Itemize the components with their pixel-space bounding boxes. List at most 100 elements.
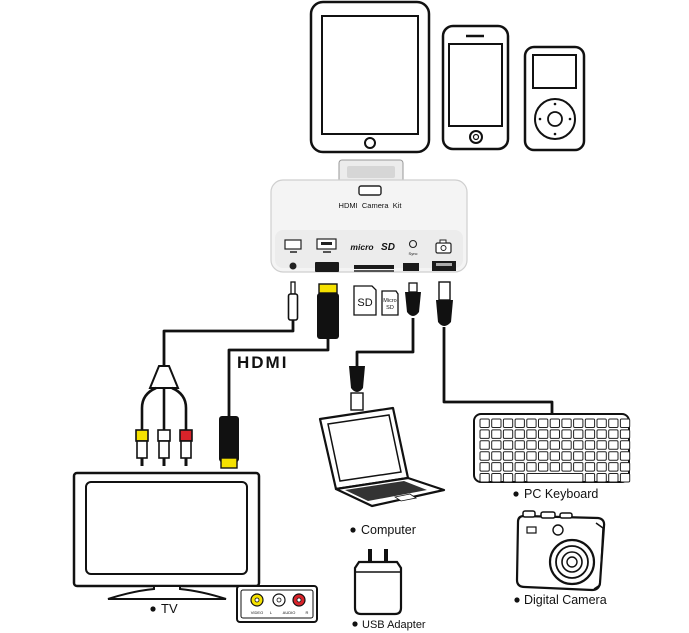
- ipod-icon: [523, 45, 586, 152]
- rca-yellow-plug: [135, 429, 149, 466]
- cable-lines: [162, 318, 554, 416]
- camera-kit-hub: HDMI Camera Kit micro SD Sync: [270, 179, 468, 273]
- keyboard-key: [491, 473, 502, 483]
- hdmi-plug-bottom: [219, 416, 239, 469]
- hdmi-socket: [315, 262, 339, 272]
- svg-text:L: L: [270, 610, 273, 615]
- keyboard-key: [608, 440, 619, 450]
- keyboard-key: [526, 451, 537, 461]
- pc-keyboard-caption: PC Keyboard: [524, 487, 598, 501]
- svg-text:Micro: Micro: [383, 298, 396, 304]
- hdmi-port-icon: [316, 238, 337, 253]
- keyboard-key: [479, 418, 490, 428]
- keyboard-key: [526, 418, 537, 428]
- keyboard-key: [573, 462, 584, 472]
- rca-white-plug: [157, 429, 171, 466]
- keyboard-key: [526, 429, 537, 439]
- keyboard-key: [502, 451, 514, 461]
- keyboard-key: [491, 462, 502, 472]
- keyboard-key: [596, 451, 607, 461]
- keyboard-key: [608, 429, 619, 439]
- device-label: HDMI Camera Kit: [339, 201, 403, 210]
- keyboard-key: [538, 451, 549, 461]
- keyboard-key: [561, 462, 572, 472]
- keyboard-keys: [479, 418, 631, 483]
- keyboard-key: [619, 440, 631, 450]
- keyboard-key: [619, 418, 631, 428]
- mini-usb-socket: [403, 263, 419, 271]
- keyboard-key: [526, 462, 537, 472]
- keyboard-key: [549, 429, 561, 439]
- digital-camera-icon: [515, 510, 606, 592]
- rca-splitter-icon: [140, 365, 188, 430]
- keyboard-key: [596, 473, 607, 483]
- keyboard-key: [502, 429, 514, 439]
- laptop-computer-icon: [318, 406, 446, 508]
- keyboard-key: [573, 418, 584, 428]
- keyboard-key: [573, 451, 584, 461]
- keyboard-key: [608, 451, 619, 461]
- keyboard-key: [538, 429, 549, 439]
- sync-label: Sync: [409, 251, 418, 256]
- keyboard-key: [479, 473, 490, 483]
- keyboard-key: [573, 429, 584, 439]
- tv-icon: [72, 471, 261, 600]
- keyboard-key: [538, 418, 549, 428]
- keyboard-key: [502, 440, 514, 450]
- sd-card-icon: SD: [353, 285, 377, 316]
- pc-keyboard-icon: [473, 413, 631, 483]
- hdmi-plug-top: [317, 283, 339, 339]
- keyboard-key: [514, 429, 525, 439]
- microsd-card-icon: Micro SD: [381, 290, 399, 316]
- keyboard-key: [561, 451, 572, 461]
- keyboard-key: [584, 473, 596, 483]
- sync-icon: [408, 239, 418, 249]
- av-input-panel: VIDEO L AUDIO R: [236, 585, 318, 623]
- keyboard-key: [619, 429, 631, 439]
- keyboard-spacebar: [526, 473, 584, 483]
- keyboard-key: [514, 473, 525, 483]
- keyboard-key: [596, 440, 607, 450]
- keyboard-key: [608, 473, 619, 483]
- sd-slot-label: SD: [381, 242, 395, 253]
- tv-port-icon: [284, 239, 302, 253]
- keyboard-key: [596, 462, 607, 472]
- keyboard-key: [584, 462, 596, 472]
- keyboard-key: [584, 429, 596, 439]
- keyboard-key: [502, 418, 514, 428]
- av-jack-socket: [289, 262, 297, 270]
- keyboard-key: [479, 429, 490, 439]
- microsd-slot: [354, 270, 394, 272]
- keyboard-key: [549, 462, 561, 472]
- keyboard-key: [491, 429, 502, 439]
- av-plug-icon: [287, 281, 299, 321]
- camera-port-icon: [435, 239, 452, 254]
- keyboard-key: [584, 418, 596, 428]
- rca-red-plug: [179, 429, 193, 466]
- usb-a-plug-top: [436, 281, 453, 326]
- keyboard-key: [584, 451, 596, 461]
- keyboard-key: [549, 418, 561, 428]
- keyboard-key: [596, 429, 607, 439]
- keyboard-key: [596, 418, 607, 428]
- iphone-icon: [441, 24, 510, 151]
- keyboard-key: [514, 440, 525, 450]
- usb-adapter-caption: USB Adapter: [362, 619, 426, 631]
- keyboard-key: [573, 440, 584, 450]
- keyboard-key: [479, 451, 490, 461]
- keyboard-key: [538, 462, 549, 472]
- tv-caption: TV: [161, 601, 178, 616]
- hdmi-cable-label: HDMI: [237, 353, 288, 372]
- usb-a-plug-computer: [349, 366, 365, 411]
- keyboard-key: [526, 440, 537, 450]
- keyboard-key: [608, 462, 619, 472]
- sd-card-slot: [354, 265, 394, 269]
- keyboard-key: [514, 418, 525, 428]
- keyboard-key: [479, 462, 490, 472]
- keyboard-key: [514, 451, 525, 461]
- svg-text:R: R: [306, 610, 309, 615]
- keyboard-key: [608, 418, 619, 428]
- keyboard-key: [502, 473, 514, 483]
- svg-text:SD: SD: [386, 305, 394, 311]
- keyboard-key: [514, 462, 525, 472]
